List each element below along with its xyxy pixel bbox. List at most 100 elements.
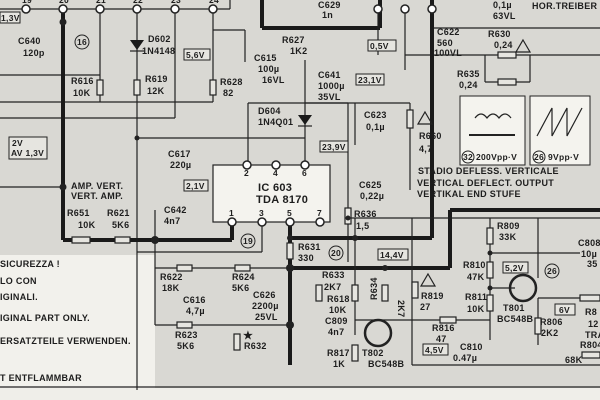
component-label: R624 — [232, 272, 255, 282]
component-label: 2K7 — [324, 282, 341, 292]
vert-amp-label: VERT. AMP. — [71, 191, 123, 201]
component-label: C810 — [460, 342, 483, 352]
ic-name: IC 603 — [258, 182, 292, 194]
component-label: 16 — [77, 37, 87, 47]
component-label: 23,1V — [358, 75, 382, 85]
component-label: T ENTFLAMMBAR — [0, 373, 82, 383]
component-label: R635 — [457, 69, 480, 79]
wires — [0, 0, 600, 390]
component-label: 10K — [73, 88, 91, 98]
component-label: 21 — [96, 0, 106, 5]
component-label: R660 — [419, 131, 442, 141]
component-label: 24 — [209, 0, 219, 5]
component-label: TRA — [585, 330, 600, 340]
component-label: 19 — [22, 0, 32, 5]
component-label: 27 — [420, 302, 431, 312]
component-label: 19 — [243, 236, 253, 246]
component-label: R810 — [463, 260, 486, 270]
component-label: R817 — [327, 348, 350, 358]
component-label: T801 — [503, 303, 525, 313]
hor-treiber-label: HOR.TREIBER — [532, 1, 598, 11]
component-label: 1N4148 — [142, 46, 175, 56]
component-label: 14,4V — [380, 250, 404, 260]
component-label: 560 — [437, 38, 453, 48]
component-label: 1 — [229, 208, 234, 218]
component-label: 4,7 — [419, 144, 432, 154]
component-label: 5,2V — [505, 263, 524, 273]
component-label: C641 — [318, 70, 341, 80]
component-label: 0.47µ — [453, 353, 477, 363]
component-label: IGINAL PART ONLY. — [0, 313, 90, 323]
component-label: 16VL — [262, 75, 285, 85]
component-label: 23,9V — [322, 142, 346, 152]
transistor-t801-icon — [508, 273, 538, 303]
amp-vert-label: AMP. VERT. — [71, 181, 123, 191]
component-label: R618 — [327, 294, 350, 304]
component-label: 6V — [559, 305, 570, 315]
component-label: 100VL — [434, 48, 462, 58]
component-label: 1K — [333, 359, 345, 369]
component-label: SICUREZZA ! — [0, 259, 60, 269]
component-label: C617 — [168, 149, 191, 159]
component-label: R8 — [585, 307, 597, 317]
component-label: LO CON — [0, 276, 37, 286]
component-label: 47K — [467, 272, 485, 282]
component-label: 12 — [588, 319, 599, 329]
component-label: BC548B — [368, 359, 405, 369]
component-label: 10K — [78, 220, 96, 230]
component-label: 200Vpp·V — [476, 152, 517, 162]
component-label: R811 — [465, 292, 487, 302]
component-label: 0,1µ — [493, 0, 512, 10]
component-label: 26 — [534, 152, 544, 162]
component-label: R616 — [71, 76, 94, 86]
component-label: R630 — [488, 29, 511, 39]
component-label: ERSATZTEILE VERWENDEN. — [0, 336, 131, 346]
component-label: 4n7 — [164, 216, 180, 226]
component-label: C642 — [164, 205, 187, 215]
component-label: 2200µ — [252, 301, 279, 311]
waveform-panel-32: 32 200Vpp·V — [459, 95, 526, 166]
component-label: C616 — [183, 295, 206, 305]
component-label: 120p — [23, 48, 45, 58]
component-label: R622 — [160, 272, 183, 282]
stage-label-de: VERTIKAL END STUFE — [417, 189, 521, 199]
star-mark: ★ — [243, 330, 253, 342]
component-label: T802 — [362, 348, 384, 358]
waveform-panel-26: 26 9Vpp·V — [529, 95, 591, 166]
component-label: C808 — [578, 238, 600, 248]
component-label: 3 — [259, 208, 264, 218]
component-label: 20 — [59, 0, 69, 5]
component-label: 4,5V — [425, 345, 444, 355]
component-label: 330 — [298, 253, 314, 263]
component-label: 20 — [331, 248, 341, 258]
component-label: 1N4Q01 — [258, 117, 293, 127]
component-label: C615 — [254, 53, 277, 63]
component-label: 220µ — [170, 160, 191, 170]
component-label: C622 — [437, 27, 460, 37]
resistor-symbols — [71, 51, 600, 362]
warning-icons — [416, 38, 532, 287]
component-label: 2 — [244, 168, 249, 178]
component-label: 5 — [287, 208, 292, 218]
component-label: IGINALI. — [0, 292, 38, 302]
component-label: 82 — [223, 88, 234, 98]
component-label: R632 — [244, 341, 267, 351]
component-label: 2V — [12, 138, 23, 148]
component-label: R636 — [354, 209, 377, 219]
component-label: 5K6 — [232, 283, 249, 293]
component-label: 47 — [436, 334, 447, 344]
component-label: 26 — [547, 266, 557, 276]
component-label: 63VL — [493, 11, 516, 21]
component-label: 25VL — [255, 312, 278, 322]
junction-dots — [59, 18, 493, 329]
component-label: R627 — [282, 35, 305, 45]
component-label: 23 — [171, 0, 181, 5]
component-label: 35 — [587, 259, 598, 269]
component-label: 5K6 — [112, 220, 129, 230]
component-label: 0,24 — [494, 40, 513, 50]
component-label: R621 — [107, 208, 130, 218]
component-label: 18K — [162, 283, 180, 293]
component-label: 33K — [499, 232, 517, 242]
